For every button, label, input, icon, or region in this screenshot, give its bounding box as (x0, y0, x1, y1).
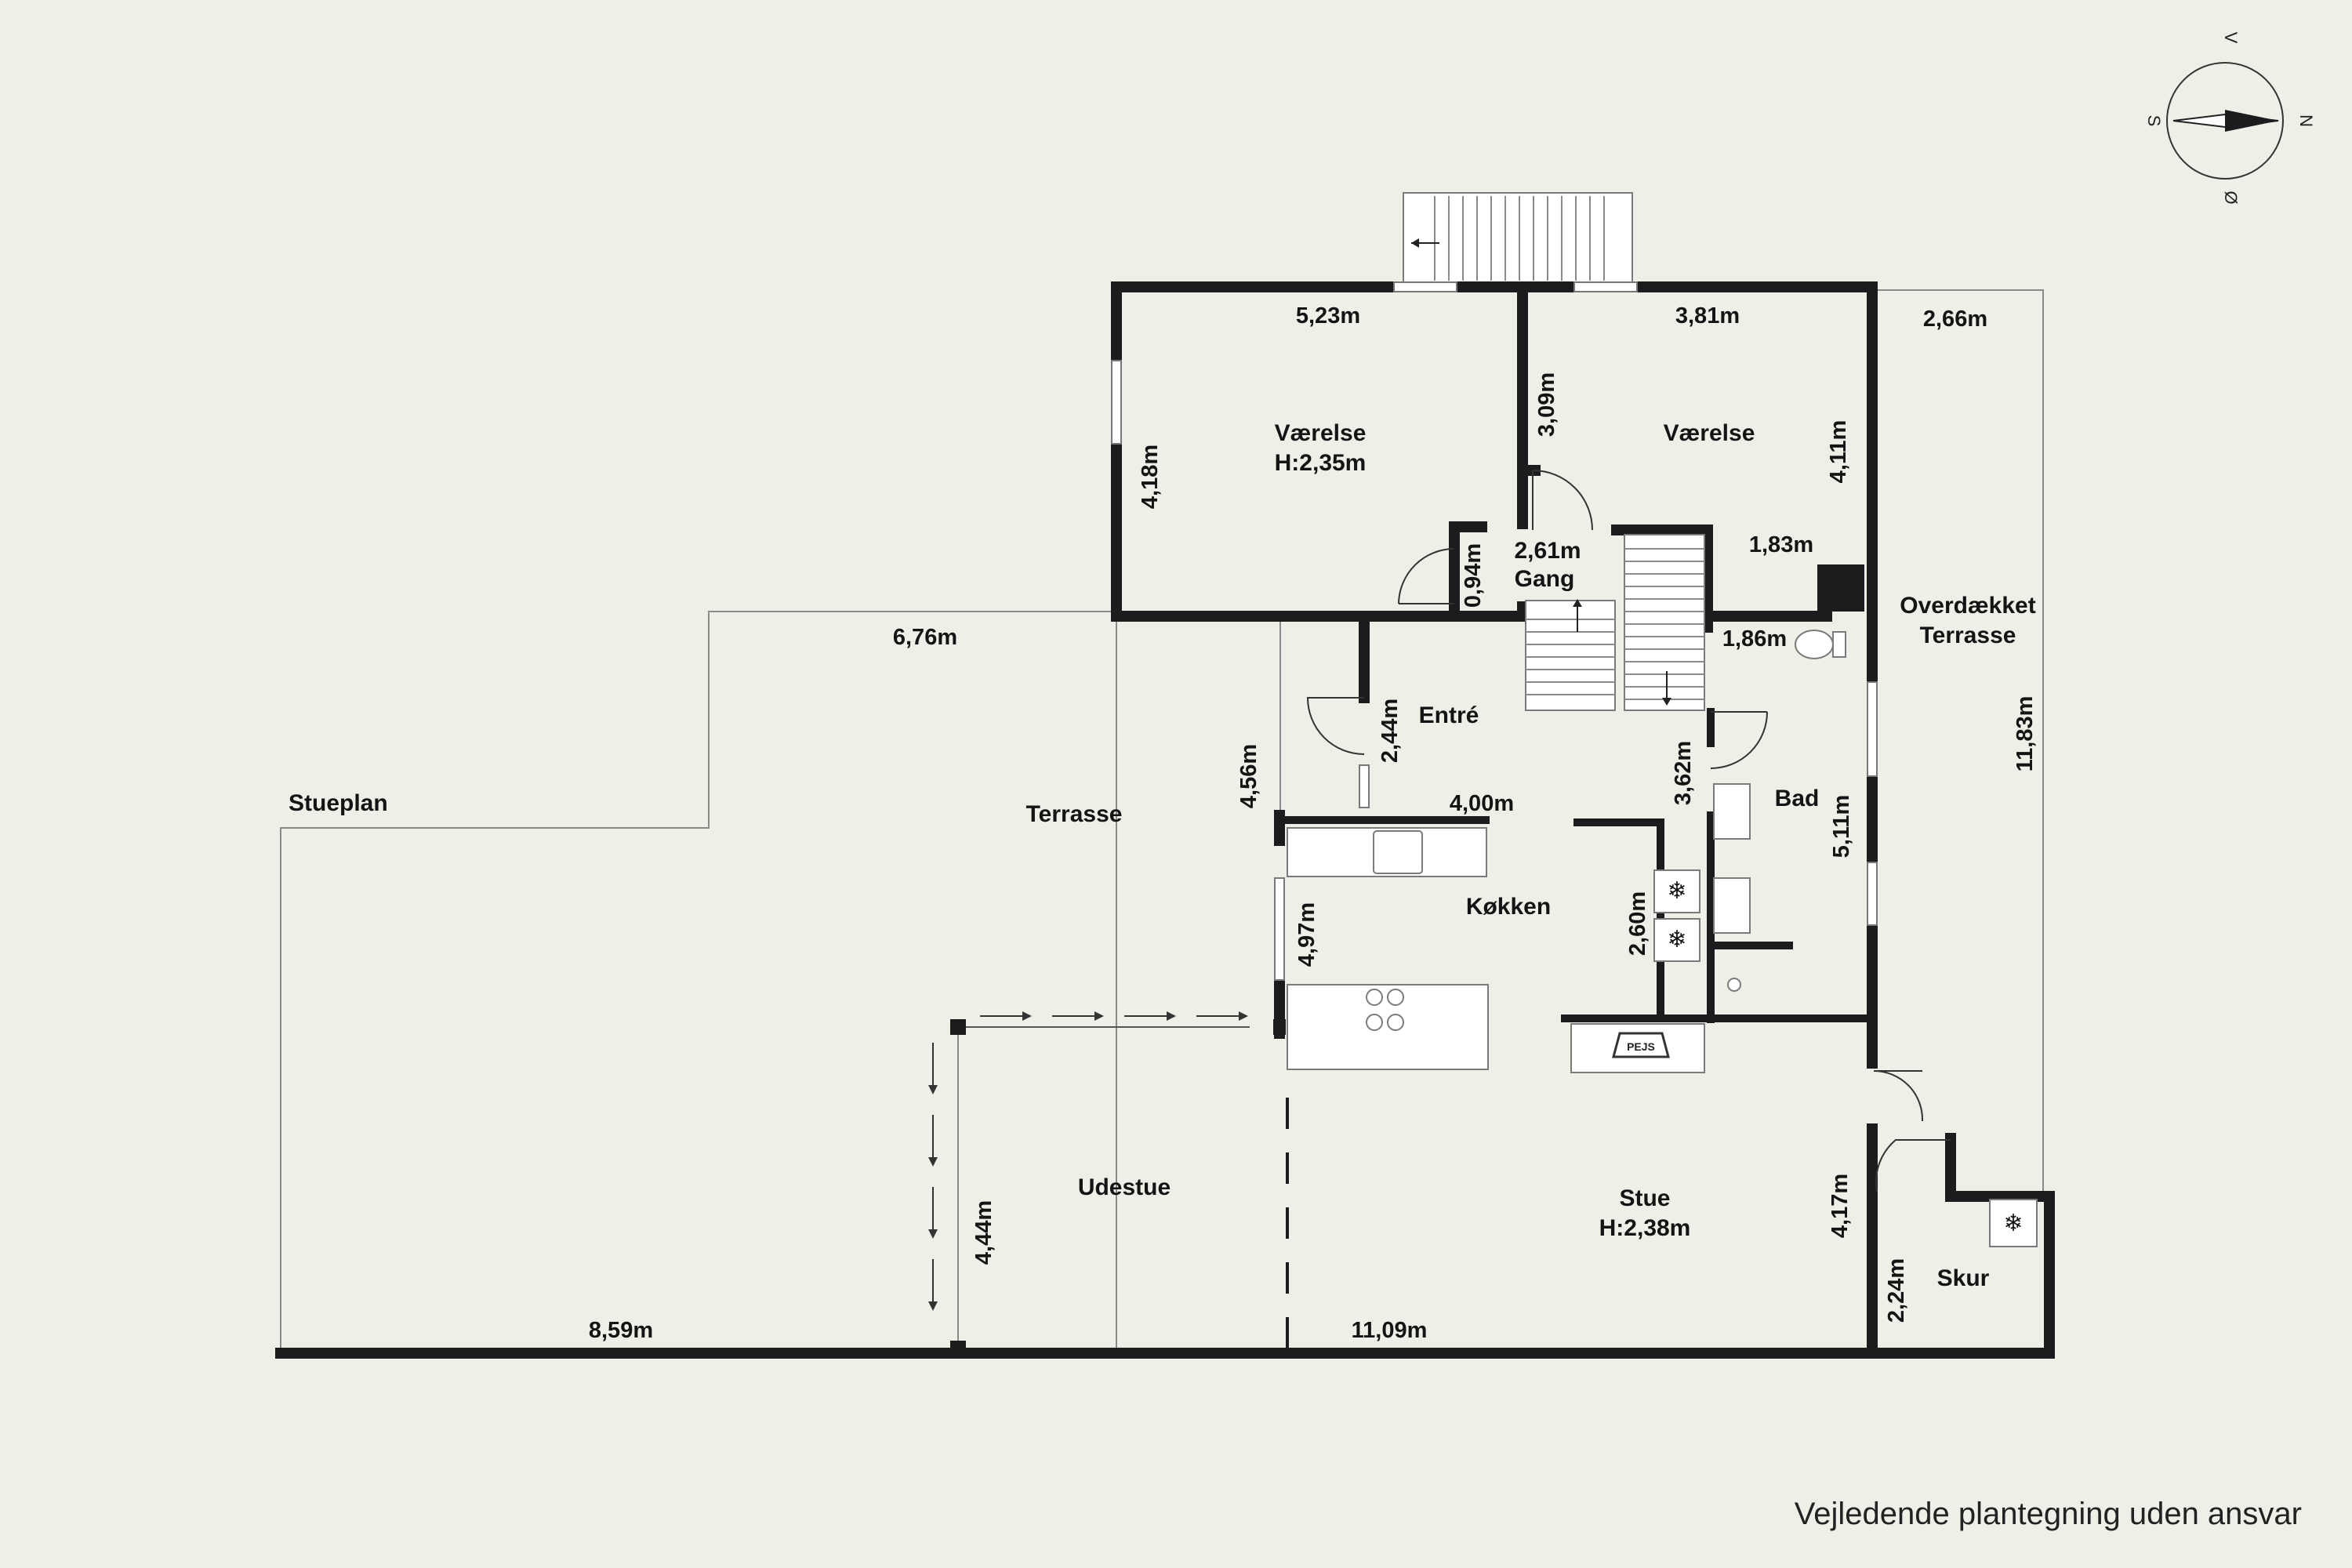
dim-3-62: 3,62m (1671, 741, 1696, 805)
room-vaerelse-1-height: H:2,35m (1275, 450, 1367, 476)
dim-5-11: 5,11m (1829, 795, 1854, 858)
room-stue-height: H:2,38m (1599, 1215, 1691, 1241)
room-overdaekket-line2: Terrasse (1920, 622, 2016, 648)
room-gang-name: Gang (1515, 566, 1575, 592)
fridge-units: ❄ ❄ (1653, 869, 1700, 962)
compass-west: V (2221, 32, 2241, 44)
dim-1-83: 1,83m (1749, 532, 1813, 557)
dim-1-86: 1,86m (1722, 626, 1787, 652)
svg-text:❄: ❄ (1667, 878, 1686, 904)
dim-6-76: 6,76m (893, 625, 957, 650)
fireplace-label: PEJS (1627, 1040, 1655, 1053)
room-udestue-name: Udestue (1078, 1174, 1171, 1200)
svg-text:❄: ❄ (2003, 1210, 2023, 1236)
dim-4-00: 4,00m (1450, 791, 1514, 816)
dim-2-66: 2,66m (1923, 307, 1987, 332)
room-bad-name: Bad (1775, 786, 1820, 811)
dim-4-11: 4,11m (1826, 420, 1851, 484)
dim-11-83: 11,83m (2013, 696, 2038, 772)
kitchen-counter (1287, 827, 1489, 1070)
dim-5-23: 5,23m (1296, 303, 1360, 328)
compass-north: N (2296, 114, 2316, 127)
plan-title: Stueplan (289, 790, 388, 816)
dim-0-94: 0,94m (1461, 543, 1486, 608)
room-stue-name: Stue (1619, 1185, 1670, 1211)
windows (1111, 281, 1878, 981)
dim-8-59: 8,59m (589, 1318, 653, 1343)
dim-4-17: 4,17m (1828, 1174, 1853, 1238)
compass-south: S (2144, 115, 2164, 127)
dim-4-44: 4,44m (971, 1200, 996, 1265)
fireplace: PEJS (1570, 1023, 1705, 1073)
compass: N S Ø V (2144, 32, 2316, 205)
room-gang-area: 2,61m (1514, 538, 1581, 564)
dim-2-44: 2,44m (1377, 699, 1403, 763)
terrace-outline (280, 611, 1117, 1353)
interior-stair (1525, 534, 1705, 711)
room-koekken-name: Køkken (1466, 894, 1551, 920)
dim-3-09: 3,09m (1534, 372, 1559, 437)
dim-3-81: 3,81m (1675, 303, 1740, 328)
room-entre-name: Entré (1419, 702, 1479, 728)
shed-freezer: ❄ (1989, 1199, 2038, 1247)
dim-4-97: 4,97m (1294, 902, 1319, 967)
room-vaerelse-2-name: Værelse (1664, 420, 1755, 446)
room-vaerelse-1-name: Værelse (1275, 420, 1367, 446)
room-overdaekket-line1: Overdækket (1900, 593, 2035, 619)
doors (1306, 470, 1951, 1192)
dim-2-60: 2,60m (1625, 891, 1650, 956)
covered-terrace-outline (1874, 289, 2044, 1192)
compass-east: Ø (2221, 191, 2241, 204)
svg-text:❄: ❄ (1667, 927, 1686, 953)
room-terrasse-name: Terrasse (1026, 801, 1123, 827)
dim-4-18: 4,18m (1138, 445, 1163, 509)
sunroom-arrows (928, 1011, 1250, 1311)
exterior-stair (1403, 192, 1633, 285)
room-skur-name: Skur (1937, 1265, 1990, 1291)
bathroom-fixtures (1713, 630, 1846, 992)
dim-11-09: 11,09m (1352, 1318, 1428, 1343)
disclaimer-text: Vejledende plantegning uden ansvar (1795, 1497, 2302, 1531)
dim-4-56: 4,56m (1236, 744, 1261, 808)
dim-2-24: 2,24m (1884, 1258, 1909, 1323)
walls (275, 281, 2055, 1359)
